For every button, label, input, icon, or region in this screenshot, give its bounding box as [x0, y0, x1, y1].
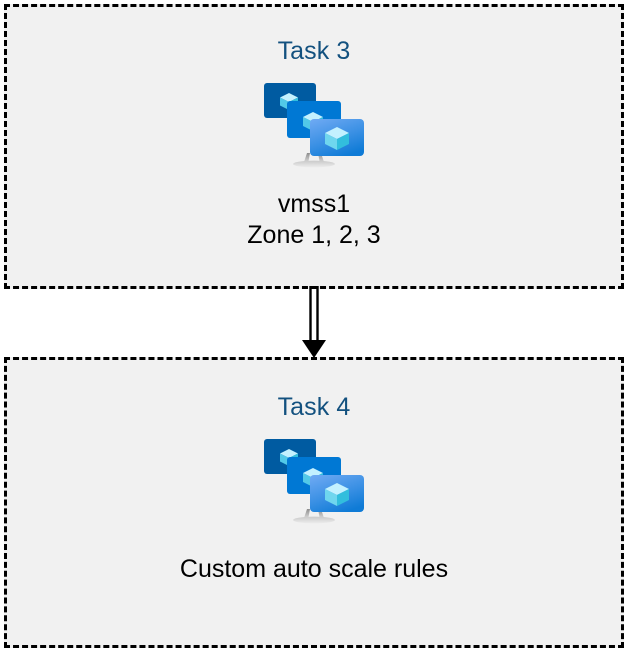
caption-block-3: vmss1 Zone 1, 2, 3 — [247, 189, 380, 251]
task-title-4: Task 4 — [277, 393, 351, 421]
task-title-3: Task 3 — [277, 37, 351, 65]
caption-vmss-zones: Zone 1, 2, 3 — [247, 221, 381, 249]
caption-vmss-name: vmss1 — [277, 190, 351, 218]
task-box-task-3: Task 3 — [4, 4, 624, 289]
cube-front — [325, 127, 349, 150]
task-box-task-4: Task 4 — [4, 357, 624, 648]
monitor-base — [293, 516, 335, 524]
caption-autoscale-rules: Custom auto scale rules — [179, 555, 449, 583]
monitor-base — [293, 160, 335, 168]
cube-front — [325, 483, 349, 506]
vm-scale-set-icon — [264, 83, 364, 168]
arrow-head — [302, 340, 326, 358]
arrow-task3-to-task4 — [302, 286, 326, 358]
caption-block-4: Custom auto scale rules — [180, 554, 448, 585]
vm-scale-set-icon — [264, 439, 364, 524]
